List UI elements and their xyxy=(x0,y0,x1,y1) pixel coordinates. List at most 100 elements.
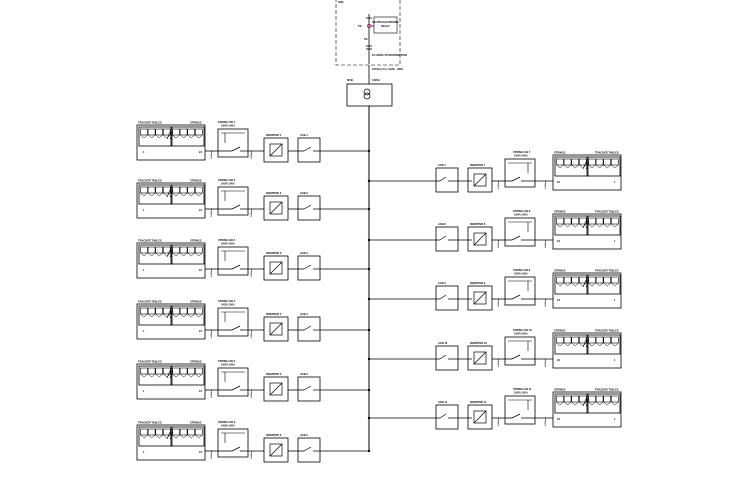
pv-module-leg xyxy=(143,434,148,439)
dc-link-symbol xyxy=(585,279,590,288)
pv-module-leg xyxy=(187,313,192,318)
pv-module-icon xyxy=(147,428,156,436)
tracker-tables-label: TRACKER TABLES xyxy=(595,151,619,155)
pv-array-2 xyxy=(586,215,621,236)
tracker-table-box xyxy=(136,242,206,279)
busbar-junction xyxy=(367,179,371,183)
pv-module-icon xyxy=(187,128,195,136)
pv-module-leg xyxy=(147,252,152,257)
pv-module-leg xyxy=(571,282,576,287)
inverter-box xyxy=(263,376,289,402)
pv-module-icon xyxy=(147,307,156,315)
pv-module-icon xyxy=(187,246,195,254)
pv-module-leg xyxy=(175,373,180,378)
inverter-box xyxy=(467,404,493,430)
pv-module-leg xyxy=(614,223,619,228)
acb-switch-blade xyxy=(439,413,447,419)
strings-label: STRINGS xyxy=(554,269,566,273)
inverter-label: INVERTER 3 xyxy=(266,251,282,255)
pv-module-leg xyxy=(567,164,572,169)
pv-module-leg xyxy=(556,342,561,347)
string-end-number: 24 xyxy=(199,150,202,154)
pv-module-leg xyxy=(563,401,568,406)
string-end-number: 24 xyxy=(199,208,202,212)
pv-module-icon xyxy=(588,395,596,403)
dc-link-symbol xyxy=(166,370,171,379)
inverter-symbol-icon xyxy=(269,201,283,215)
pv-module-leg xyxy=(607,401,611,406)
strings-label: STRINGS xyxy=(554,151,566,155)
pv-module-leg xyxy=(172,373,177,378)
pv-module-leg xyxy=(607,164,611,169)
pv-module-leg xyxy=(143,252,148,257)
pv-module-leg xyxy=(151,434,156,439)
pv-module-leg xyxy=(575,342,579,347)
pv-module-icon xyxy=(140,246,148,254)
pv-module-leg xyxy=(579,282,583,287)
pv-module-icon xyxy=(179,307,188,315)
pv-module-leg xyxy=(140,313,145,318)
pv-module-leg xyxy=(159,192,163,197)
pv-module-leg xyxy=(172,252,177,257)
pv-array-outline xyxy=(554,156,589,177)
pv-array-outline xyxy=(554,334,589,355)
pv-module-icon xyxy=(563,158,572,166)
pv-module-leg xyxy=(591,342,596,347)
pv-module-icon xyxy=(172,428,180,436)
tracker-table-box xyxy=(136,124,206,161)
inverter-symbol-icon xyxy=(269,143,283,157)
inverter-diagonal xyxy=(473,173,487,187)
pv-module-leg xyxy=(147,313,152,318)
pv-module-leg xyxy=(603,401,608,406)
dc-link-symbol xyxy=(585,220,590,229)
string-box-label: STRING C/B 3 xyxy=(218,238,236,242)
pv-module-leg xyxy=(195,192,199,197)
string-start-number: 1 xyxy=(143,329,145,333)
pv-module-leg xyxy=(571,401,576,406)
acb-box xyxy=(435,285,459,311)
pv-module-leg xyxy=(599,164,604,169)
dc-switch-blade xyxy=(511,235,521,241)
pv-module-leg xyxy=(611,342,615,347)
pv-module-leg xyxy=(163,434,167,439)
pv-module-icon xyxy=(155,307,163,315)
pv-module-icon xyxy=(140,307,148,315)
pv-module-icon xyxy=(603,217,612,225)
tracker-tables-label: TRACKER TABLES xyxy=(138,121,162,125)
busbar-junction xyxy=(367,297,371,301)
pv-module-icon xyxy=(195,428,203,436)
strings-label: STRINGS xyxy=(190,239,202,243)
inverter-symbol-icon xyxy=(473,351,487,365)
tracker-tables-label: TRACKER TABLES xyxy=(138,360,162,364)
acb-switch-blade xyxy=(303,325,312,331)
tracker-table-box xyxy=(552,332,622,369)
string-end-number: 24 xyxy=(199,329,202,333)
string-start-number: 24 xyxy=(557,239,560,243)
strings-label: STRINGS xyxy=(190,421,202,425)
dc-switch-blade xyxy=(231,385,241,391)
pv-module-icon xyxy=(578,395,587,403)
pv-module-leg xyxy=(595,223,600,228)
pv-module-leg xyxy=(155,192,160,197)
conductor-label: 1x95mm xyxy=(545,358,547,367)
string-combiner-box xyxy=(217,367,249,397)
string-box-sub: 1000V, 500A xyxy=(514,392,528,395)
grid-label-top: SOL xyxy=(338,0,344,4)
pv-module-leg xyxy=(187,134,192,139)
conductor-label: 1x95mm xyxy=(545,417,547,426)
dc-link-symbol xyxy=(169,370,174,379)
tracker-tables-label: TRACKER TABLES xyxy=(138,239,162,243)
pv-module-leg xyxy=(571,164,576,169)
pv-module-leg xyxy=(591,164,596,169)
pv-module-leg xyxy=(140,434,145,439)
pv-module-leg xyxy=(607,223,611,228)
tracker-tables-label: TRACKER TABLES xyxy=(138,300,162,304)
dc-link-symbol xyxy=(585,339,590,348)
acb-switch-blade xyxy=(439,354,447,360)
acb-switch-blade xyxy=(303,264,312,270)
dc-link-symbol xyxy=(585,161,590,170)
pv-module-leg xyxy=(175,434,180,439)
